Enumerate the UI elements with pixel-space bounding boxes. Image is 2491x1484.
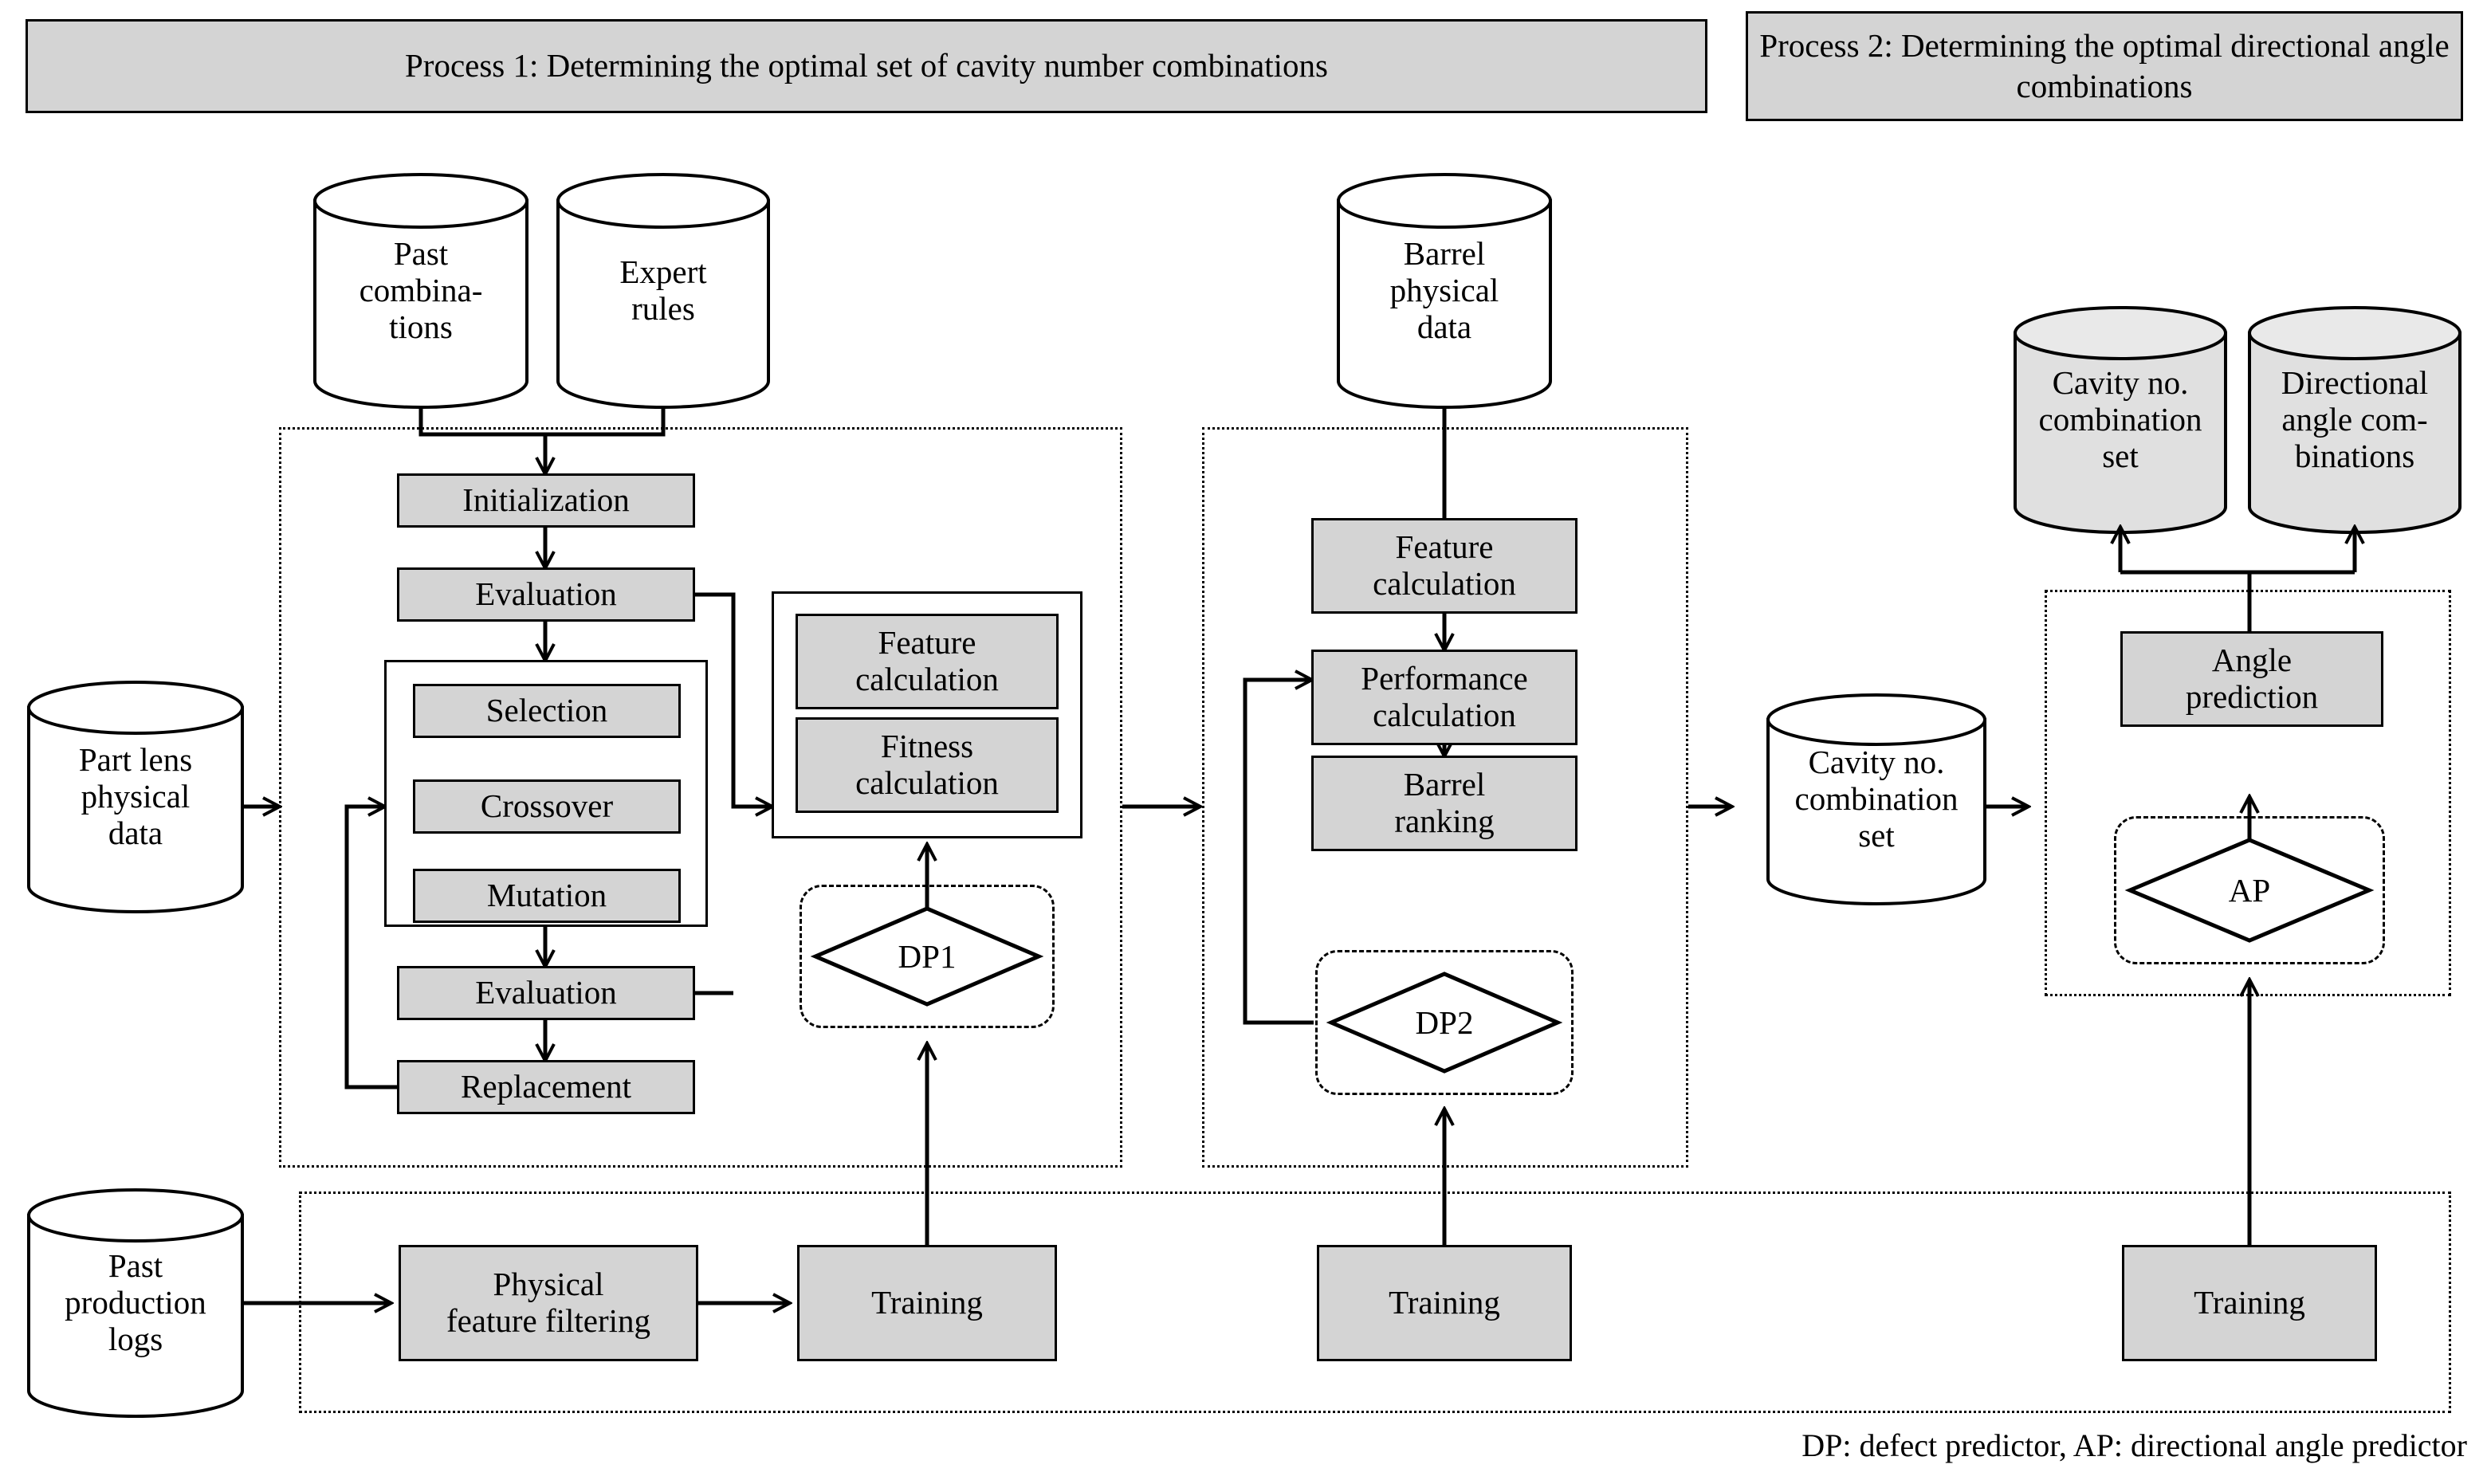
ap-group [2114, 816, 2385, 964]
node-evaluation-2[interactable]: Evaluation [397, 966, 695, 1020]
dp1-group [800, 885, 1055, 1028]
edge-stores-merge [418, 407, 666, 437]
cylinder-out-directional-angle-combinations [2248, 306, 2462, 534]
process-1b-group [1202, 427, 1688, 1168]
edge-eval1-to-evaluator [695, 592, 772, 807]
node-mutation[interactable]: Mutation [413, 869, 681, 923]
cylinder-cavity-no-combination-set [1766, 693, 1986, 905]
node-crossover[interactable]: Crossover [413, 779, 681, 834]
predictor-dp1-label: DP1 [898, 938, 957, 975]
legend-text: DP: defect predictor, AP: directional an… [1801, 1427, 2467, 1463]
node-training-1[interactable]: Training [797, 1245, 1057, 1361]
node-evaluation-1[interactable]: Evaluation [397, 567, 695, 622]
predictor-ap[interactable]: AP [2130, 840, 2369, 940]
training-group [299, 1192, 2451, 1413]
dp2-group [1315, 950, 1574, 1095]
cylinder-part-lens-physical-data [27, 681, 244, 913]
edge-dp2-to-perfcalc [1243, 680, 1314, 1025]
process-2-header: Process 2: Determining the optimal direc… [1746, 11, 2463, 121]
edge-replacement-feedback [344, 807, 403, 1089]
cylinder-out-cavity-no-combination-set [2014, 306, 2227, 534]
node-training-2[interactable]: Training [1317, 1245, 1572, 1361]
node-training-3[interactable]: Training [2122, 1245, 2377, 1361]
cylinder-past-production-logs [27, 1188, 244, 1418]
node-selection[interactable]: Selection [413, 684, 681, 738]
cylinder-barrel-physical-data [1337, 173, 1552, 409]
cylinder-expert-rules [556, 173, 770, 409]
node-initialization[interactable]: Initialization [397, 473, 695, 528]
cylinder-past-combinations [313, 173, 528, 409]
node-replacement[interactable]: Replacement [397, 1060, 695, 1114]
process-2-group [2045, 590, 2451, 996]
diamond-ap [2124, 838, 2375, 943]
predictor-dp2-label: DP2 [1415, 1004, 1474, 1041]
predictor-ap-label: AP [2228, 872, 2271, 909]
diamond-dp2 [1326, 972, 1563, 1074]
predictor-dp2[interactable]: DP2 [1331, 974, 1558, 1071]
process-1-group [279, 427, 1122, 1168]
diamond-dp1 [810, 906, 1044, 1007]
predictor-dp1[interactable]: DP1 [815, 909, 1039, 1004]
process-1-header: Process 1: Determining the optimal set o… [26, 19, 1707, 113]
